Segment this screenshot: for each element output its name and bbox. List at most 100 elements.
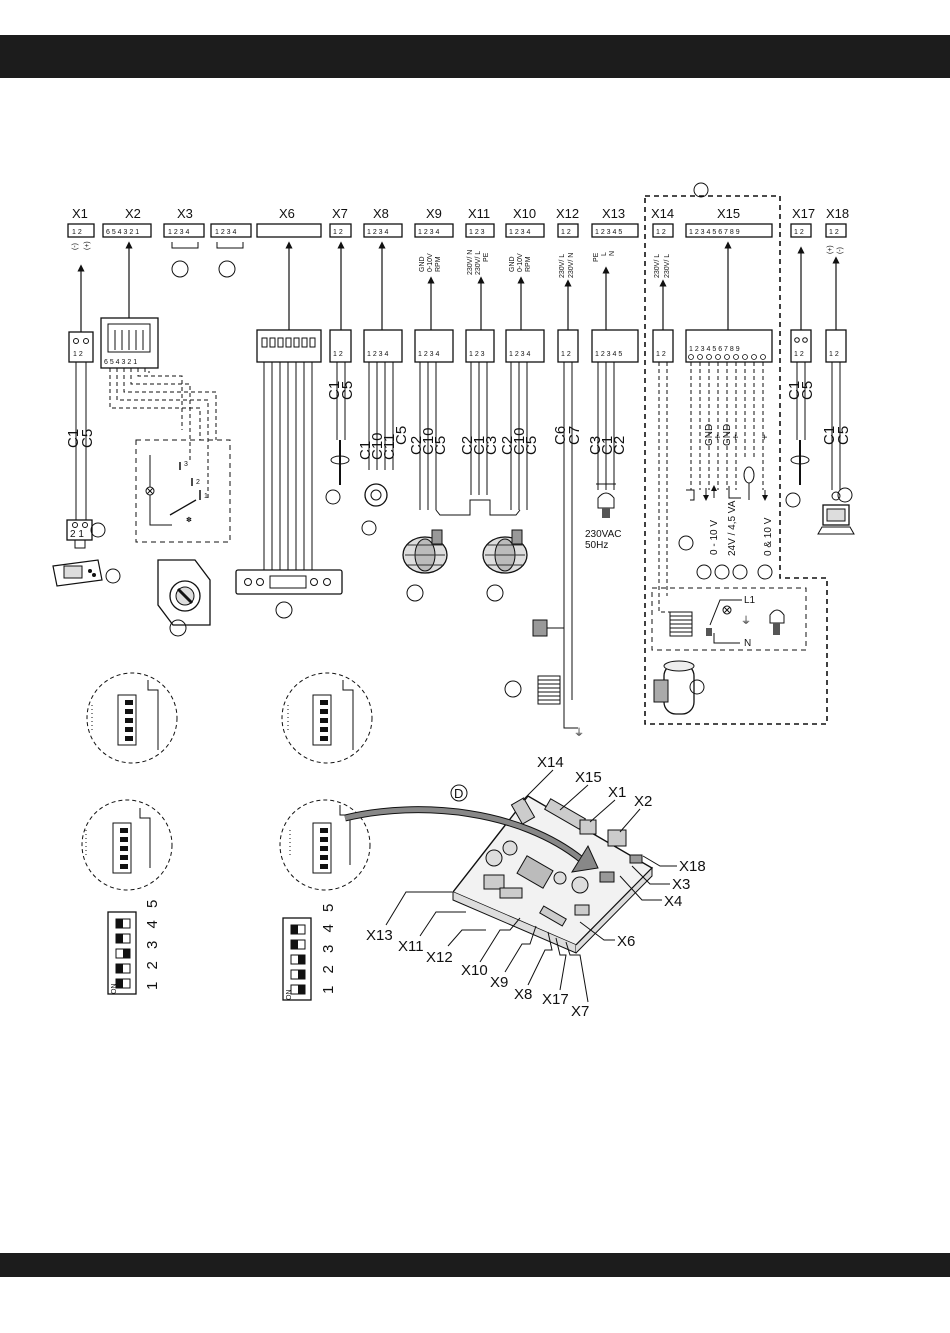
x13-signal-pe: PE (593, 252, 600, 262)
connector-pins-x8: 1 2 3 4 (367, 229, 389, 236)
connector-label-x12: X12 (556, 206, 579, 221)
connector-row: X1 1 2 (-) (+) X2 6 5 4 3 2 1 X3 1 2 3 4… (67, 206, 849, 332)
x12-cable-c7: C7 (566, 426, 583, 445)
connector-label-x6: X6 (279, 206, 295, 221)
board-label-x2: X2 (634, 793, 652, 810)
fan-motor-icon (402, 529, 448, 574)
board-label-x3: X3 (672, 876, 690, 893)
mains-voltage-label: 230VAC (585, 529, 622, 540)
dip-zoom-1 (86, 672, 178, 764)
x15-signal-plus-3: + (760, 434, 771, 440)
header-bar (0, 35, 950, 78)
x15-output-24v: 24V / 4,5 VA (727, 500, 738, 556)
relay-label-n: N (744, 638, 751, 649)
x14-signal-l2: 230V/ L (664, 254, 671, 278)
x12-signal-l: 230V/ L (559, 254, 566, 278)
computer-icon (817, 504, 855, 535)
board-callout-d: D (454, 786, 463, 801)
board-label-x8: X8 (514, 986, 532, 1003)
x13-signal-n: N (609, 251, 616, 256)
connector-pins-x2: 6 5 4 3 2 1 (106, 229, 139, 236)
accessory-enclosure (644, 195, 828, 725)
connector-pins-x12: 1 2 (561, 229, 571, 236)
x17-cable-c1: C1 (786, 381, 803, 400)
board-label-x13: X13 (366, 927, 393, 944)
x1-signal-plus: (+) (84, 241, 91, 250)
switch-position-2: 2 (196, 479, 200, 486)
power-plug-icon (597, 492, 615, 518)
board-label-x14: X14 (537, 754, 564, 771)
x15-signal-plus-1: + (713, 434, 724, 440)
connector-label-x10: X10 (513, 206, 536, 221)
x10-cable-c5: C5 (523, 436, 540, 455)
board-label-x9: X9 (490, 974, 508, 991)
dip-switch-legend-left: ON 1 2 3 4 5 (107, 896, 161, 995)
room-thermostat-icon (52, 559, 103, 587)
board-label-x7: X7 (571, 1003, 589, 1020)
board-labels: X14 X15 X1 X2 X18 X3 X4 X6 X13 X11 X12 X… (366, 754, 706, 1020)
svg-text:1 2: 1 2 (333, 351, 343, 358)
svg-text:1 2: 1 2 (656, 351, 666, 358)
x14-signal-l1: 230V/ L (654, 254, 661, 278)
x9-cable-c5: C5 (432, 436, 449, 455)
connector-pins-x17: 1 2 (794, 229, 804, 236)
x18-cable-c5: C5 (835, 426, 852, 445)
connector-label-x3: X3 (177, 206, 193, 221)
connector-pins-x11: 1 2 3 (469, 229, 485, 236)
plug-row: 1 2 C1 C5 6 5 4 3 2 1 3 2 1 ✽ (65, 317, 855, 739)
connector-label-x11: X11 (468, 206, 490, 221)
svg-text:1 2 3: 1 2 3 (469, 351, 485, 358)
board-label-x6: X6 (617, 933, 635, 950)
x10-signal-rpm: RPM (525, 256, 532, 272)
switch-position-3: 3 (184, 461, 188, 468)
x18-cable-c1: C1 (821, 426, 838, 445)
x9-signal-gnd: GND (419, 256, 426, 272)
x13-signal-l: L (601, 252, 608, 256)
connector-label-x14: X14 (651, 206, 674, 221)
dip-zoom-2 (281, 672, 373, 764)
connector-label-x7: X7 (332, 206, 348, 221)
dip-numbers-right: 1 2 3 4 5 (320, 900, 337, 994)
board-label-x12: X12 (426, 949, 453, 966)
x15-signal-plus-2: + (731, 434, 742, 440)
x9-signal-0-10v: 0-10V (427, 253, 434, 272)
x18-signal-minus: (-) (837, 247, 844, 254)
x13-cable-c1: C1 (599, 436, 616, 455)
dip-zoom-4 (279, 799, 371, 891)
dip-switch-legend-right: ON 1 2 3 4 5 (282, 900, 337, 1001)
connector-pins-x10: 1 2 3 4 (509, 229, 531, 236)
x7-cable-c1: C1 (326, 381, 343, 400)
relay-coil-icon (669, 611, 693, 637)
svg-text:1 2 3 4: 1 2 3 4 (509, 351, 531, 358)
x12-signal-n: 230V/ N (568, 253, 575, 278)
connector-label-x9: X9 (426, 206, 442, 221)
x1-cable-c5: C5 (79, 429, 96, 448)
dip-switch-zoom-group (81, 672, 373, 891)
x11-signal-n: 230V/ N (467, 250, 474, 275)
x13-cable-c3: C3 (587, 436, 604, 455)
x11-cable-c1: C1 (471, 436, 488, 455)
connector-pins-x1: 1 2 (72, 229, 82, 236)
x15-output-0-and-10v: 0 & 10 V (763, 517, 774, 556)
connector-pins-x13: 1 2 3 4 5 (595, 229, 622, 236)
x11-signal-l: 230V/ L (475, 251, 482, 275)
x10-cable-c10: C10 (511, 427, 528, 455)
x15-signal-gnd-2: GND (722, 424, 733, 446)
x9-signal-rpm: RPM (435, 256, 442, 272)
connector-pins-x15: 1 2 3 4 5 6 7 8 9 (689, 229, 740, 236)
x10-signal-0-10v: 0-10V (517, 253, 524, 272)
heater-coil-icon (537, 675, 561, 705)
x11-cable-c2: C2 (459, 436, 476, 455)
dip-numbers-left: 1 2 3 4 5 (144, 896, 161, 990)
connector-pins-x9: 1 2 3 4 (418, 229, 440, 236)
connector-label-x13: X13 (602, 206, 625, 221)
x15-signal-gnd-1: GND (704, 424, 715, 446)
x8-cable-c10: C10 (369, 432, 386, 460)
board-label-x17: X17 (542, 991, 569, 1008)
connector-label-x2: X2 (125, 206, 141, 221)
circuit-board: D (344, 784, 654, 954)
x1-cable-c1: C1 (65, 429, 82, 448)
connector-label-x1: X1 (72, 206, 88, 221)
fan-icon: ✽ (186, 516, 192, 524)
